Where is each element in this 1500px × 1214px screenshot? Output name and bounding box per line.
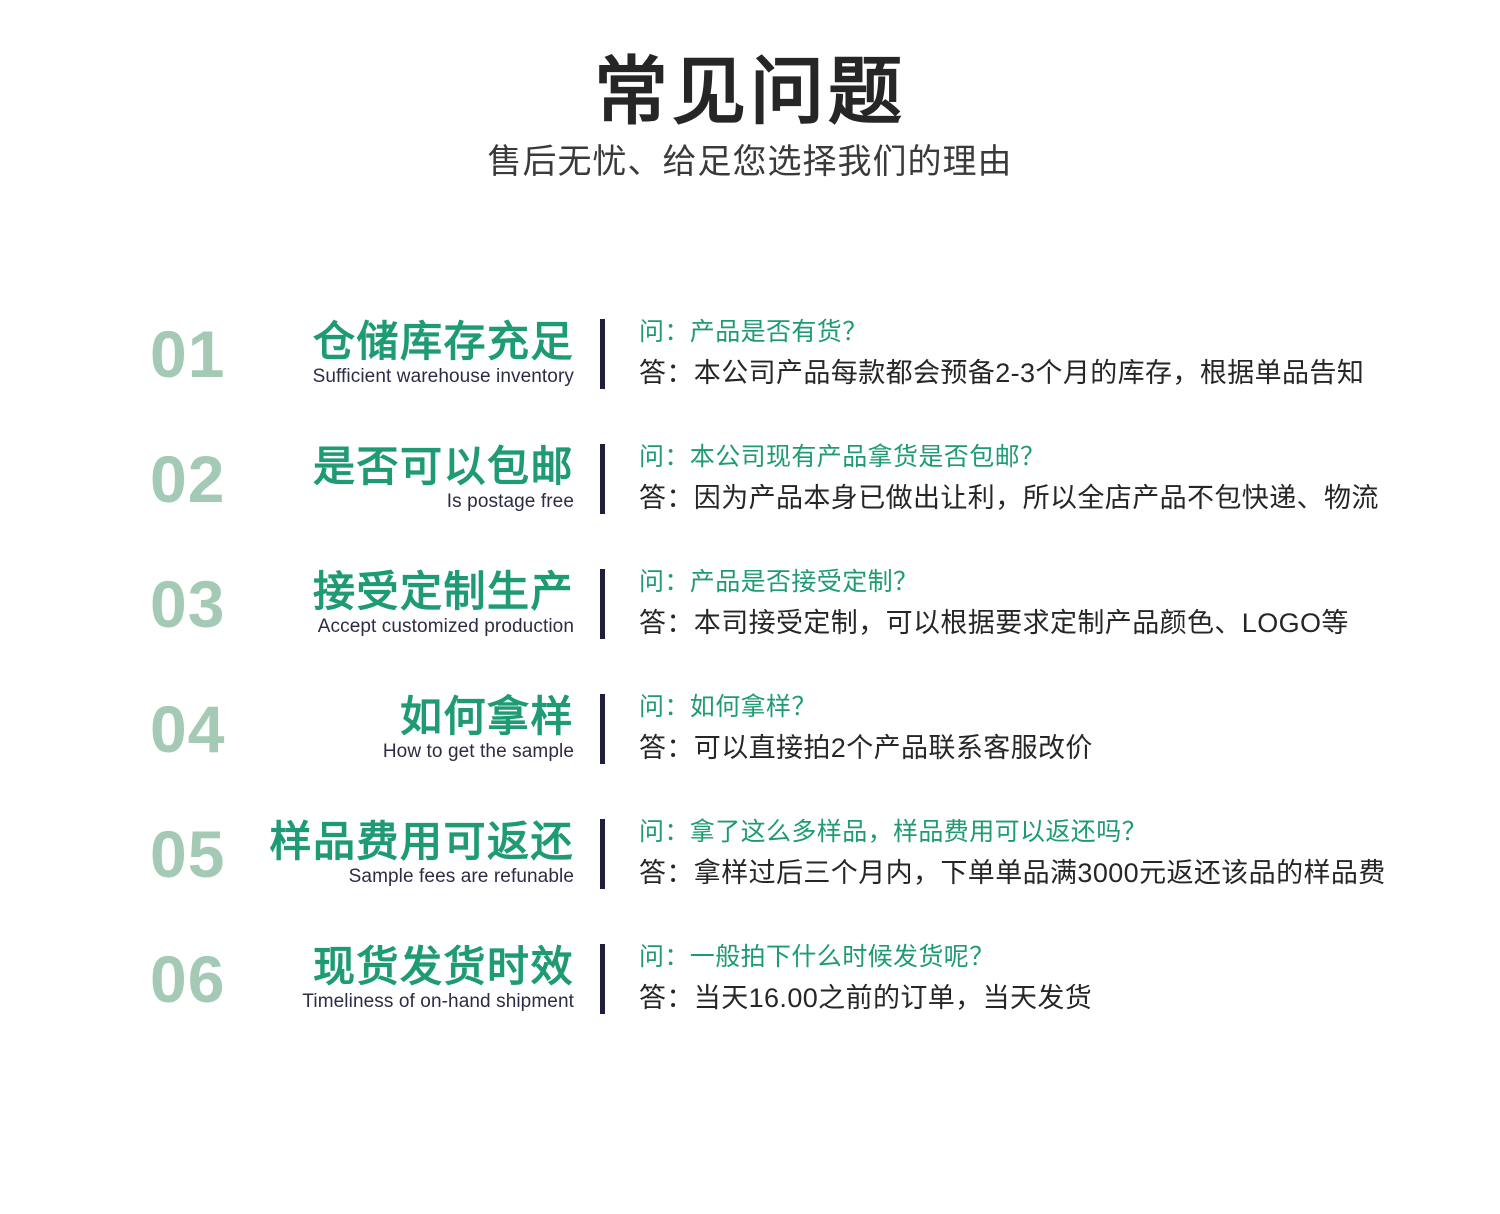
faq-item-title-en: Is postage free [446, 491, 574, 513]
faq-item-title-cn: 样品费用可返还 [269, 818, 574, 866]
faq-divider-bar [600, 443, 605, 514]
page-title: 常见问题 [594, 50, 906, 133]
faq-item-title-cn: 是否可以包邮 [312, 443, 574, 491]
faq-item-question: 问：产品是否接受定制？ [639, 567, 919, 596]
faq-item-heading: 06 现货发货时效 Timeliness of on-hand shipment [150, 944, 574, 1013]
faq-item-title-cn: 如何拿样 [399, 693, 574, 741]
faq-item-question: 问：产品是否有货？ [639, 317, 868, 346]
faq-item-number: 01 [150, 316, 226, 391]
page-header: 常见问题 售后无忧、给足您选择我们的理由 [0, 0, 1500, 183]
faq-divider-bar [600, 568, 605, 639]
faq-item-titles: 是否可以包邮 Is postage free [231, 444, 574, 513]
faq-item-answer: 答：可以直接拍2个产品联系客服改价 [639, 733, 1093, 764]
faq-item-answer: 答：本公司产品每款都会预备2-3个月的库存，根据单品告知 [639, 358, 1365, 389]
faq-item-number: 05 [150, 816, 226, 891]
faq-item-heading: 05 样品费用可返还 Sample fees are refunable [150, 819, 574, 888]
faq-item-number: 03 [150, 566, 226, 641]
faq-item-titles: 样品费用可返还 Sample fees are refunable [231, 819, 574, 888]
faq-item-question: 问：拿了这么多样品，样品费用可以返还吗？ [639, 817, 1148, 846]
faq-item-title-en: Timeliness of on-hand shipment [302, 991, 574, 1013]
faq-divider-bar [600, 943, 605, 1014]
faq-item-qa: 问：如何拿样？ 答：可以直接拍2个产品联系客服改价 [639, 691, 1500, 767]
faq-item-titles: 仓储库存充足 Sufficient warehouse inventory [231, 319, 574, 388]
faq-item-title-cn: 接受定制生产 [312, 568, 574, 616]
faq-item-title-en: Sufficient warehouse inventory [312, 366, 574, 388]
faq-item-number: 02 [150, 441, 226, 516]
faq-item-qa: 问：产品是否接受定制？ 答：本司接受定制，可以根据要求定制产品颜色、LOGO等 [639, 566, 1500, 642]
faq-item-qa: 问：本公司现有产品拿货是否包邮？ 答：因为产品本身已做出让利，所以全店产品不包快… [639, 441, 1500, 517]
faq-item-title-cn: 现货发货时效 [312, 943, 574, 991]
faq-item-answer: 答：因为产品本身已做出让利，所以全店产品不包快递、物流 [639, 483, 1379, 514]
faq-item-qa: 问：拿了这么多样品，样品费用可以返还吗？ 答：拿样过后三个月内，下单单品满300… [639, 816, 1500, 892]
faq-item-title-en: How to get the sample [382, 741, 574, 763]
faq-item-title-en: Accept customized production [317, 616, 574, 638]
faq-divider-bar [600, 693, 605, 764]
faq-item-number: 06 [150, 941, 226, 1016]
page-subtitle: 售后无忧、给足您选择我们的理由 [487, 142, 1013, 181]
faq-item-answer: 答：本司接受定制，可以根据要求定制产品颜色、LOGO等 [639, 608, 1349, 639]
faq-item-06: 06 现货发货时效 Timeliness of on-hand shipment… [150, 934, 1500, 1024]
faq-item-number: 04 [150, 691, 226, 766]
faq-item-title-en: Sample fees are refunable [348, 866, 574, 888]
faq-item-qa: 问：产品是否有货？ 答：本公司产品每款都会预备2-3个月的库存，根据单品告知 [639, 316, 1500, 392]
faq-divider-bar [600, 318, 605, 389]
faq-item-heading: 04 如何拿样 How to get the sample [150, 694, 574, 763]
faq-item-question: 问：本公司现有产品拿货是否包邮？ [639, 442, 1046, 471]
faq-item-heading: 02 是否可以包邮 Is postage free [150, 444, 574, 513]
faq-item-03: 03 接受定制生产 Accept customized production 问… [150, 559, 1500, 649]
faq-item-01: 01 仓储库存充足 Sufficient warehouse inventory… [150, 309, 1500, 399]
faq-item-title-cn: 仓储库存充足 [312, 318, 574, 366]
faq-item-question: 问：一般拍下什么时候发货呢？ [639, 942, 995, 971]
faq-divider-bar [600, 818, 605, 889]
faq-item-heading: 03 接受定制生产 Accept customized production [150, 569, 574, 638]
faq-item-answer: 答：当天16.00之前的订单，当天发货 [639, 983, 1093, 1014]
faq-item-titles: 现货发货时效 Timeliness of on-hand shipment [231, 944, 574, 1013]
faq-item-answer: 答：拿样过后三个月内，下单单品满3000元返还该品的样品费 [639, 858, 1386, 889]
faq-item-qa: 问：一般拍下什么时候发货呢？ 答：当天16.00之前的订单，当天发货 [639, 941, 1500, 1017]
faq-item-titles: 如何拿样 How to get the sample [231, 694, 574, 763]
faq-item-titles: 接受定制生产 Accept customized production [231, 569, 574, 638]
faq-item-04: 04 如何拿样 How to get the sample 问：如何拿样？ 答：… [150, 684, 1500, 774]
faq-item-heading: 01 仓储库存充足 Sufficient warehouse inventory [150, 319, 574, 388]
faq-item-question: 问：如何拿样？ [639, 692, 817, 721]
faq-item-02: 02 是否可以包邮 Is postage free 问：本公司现有产品拿货是否包… [150, 434, 1500, 524]
faq-list: 01 仓储库存充足 Sufficient warehouse inventory… [0, 309, 1500, 1024]
faq-item-05: 05 样品费用可返还 Sample fees are refunable 问：拿… [150, 809, 1500, 899]
